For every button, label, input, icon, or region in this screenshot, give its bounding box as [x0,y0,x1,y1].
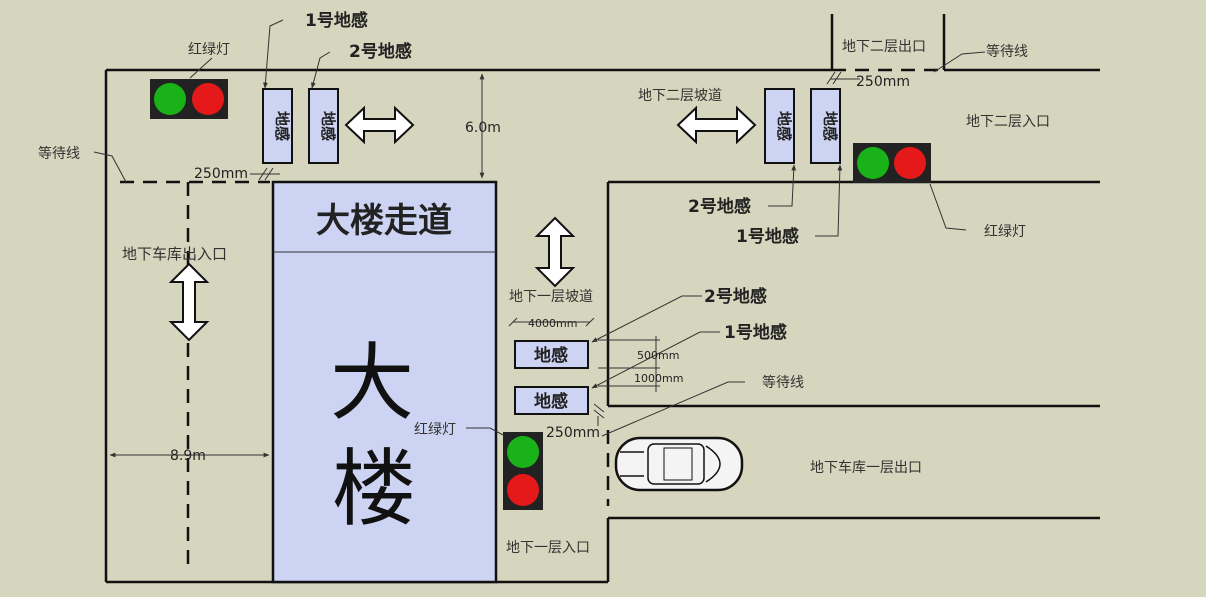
building-name-char1: 大 [330,334,414,432]
sensor-top-right-1: 地感 [810,88,841,164]
arrow-b1-ramp [534,216,576,288]
label-b1-exit: 地下车库一层出口 [810,459,922,476]
dim-250-bottom: 250mm [546,425,600,441]
arrow-top-right [676,105,757,145]
arrow-top-left [344,105,415,145]
sensor-labels: 1号地感 2号地感 2号地感 1号地感 2号地感 1号地感 [305,10,799,343]
label-b2-ramp: 地下二层坡道 [638,88,722,104]
dimension-labels: 250mm 250mm 250mm 6.0m 8.9m 4000mm 500mm… [170,74,910,464]
traffic-light-right [853,143,931,183]
svg-text:地感: 地感 [319,111,337,141]
sensor-mid-1: 地感 [514,386,589,415]
label-wait-top-right: 等待线 [986,43,1028,60]
dim-250-right: 250mm [856,74,910,90]
label-light-bottom: 红绿灯 [414,422,456,438]
sensor-top-right-2: 地感 [764,88,795,164]
sensor-mid-2: 地感 [514,340,589,369]
leader-lines [93,19,986,437]
car [614,436,744,492]
label-sensor2-top: 2号地感 [349,41,412,62]
label-b1-entrance: 地下一层入口 [506,540,590,556]
label-light-right: 红绿灯 [984,224,1026,240]
road-outlines [104,14,1100,584]
svg-text:地感: 地感 [821,111,839,141]
label-garage-entrance: 地下车库出入口 [122,245,227,263]
svg-text:地感: 地感 [273,111,291,141]
building-name-char2: 楼 [332,440,416,538]
sensor-top-left-2: 地感 [308,88,339,164]
label-wait-left: 等待线 [38,145,80,162]
label-sensor2-mid: 2号地感 [704,286,767,307]
label-sensor1-top: 1号地感 [305,10,368,31]
label-b2-exit: 地下二层出口 [842,39,926,55]
traffic-light-bottom [503,432,543,510]
label-wait-mid: 等待线 [762,374,804,391]
dimension-ticks [258,71,842,419]
dim-250-left: 250mm [194,166,248,182]
dim-8-9m: 8.9m [170,448,206,464]
traffic-light-top-left [150,79,228,119]
label-sensor2-right: 2号地感 [688,196,751,217]
dim-4000: 4000mm [528,317,577,330]
svg-text:地感: 地感 [534,391,568,412]
dim-6m: 6.0m [465,120,501,136]
corridor-label: 大楼走道 [316,201,452,241]
building-block [271,180,498,584]
sensor-top-left-1: 地感 [262,88,293,164]
dimension-lines [109,73,860,458]
double-arrows [168,105,757,342]
label-light-top-left: 红绿灯 [188,42,230,58]
label-sensor1-mid: 1号地感 [724,322,787,343]
dim-1000: 1000mm [634,372,683,385]
arrow-garage [168,262,210,342]
dim-500: 500mm [637,349,679,362]
area-labels: 地下二层出口 地下二层坡道 地下二层入口 地下一层坡道 地下车库一层出口 地下一… [38,39,1050,556]
label-b2-entrance: 地下二层入口 [966,114,1050,130]
svg-text:地感: 地感 [775,111,793,141]
label-sensor1-right: 1号地感 [736,226,799,247]
svg-text:地感: 地感 [534,345,568,366]
label-b1-ramp: 地下一层坡道 [509,289,593,305]
waiting-lines [120,68,944,570]
